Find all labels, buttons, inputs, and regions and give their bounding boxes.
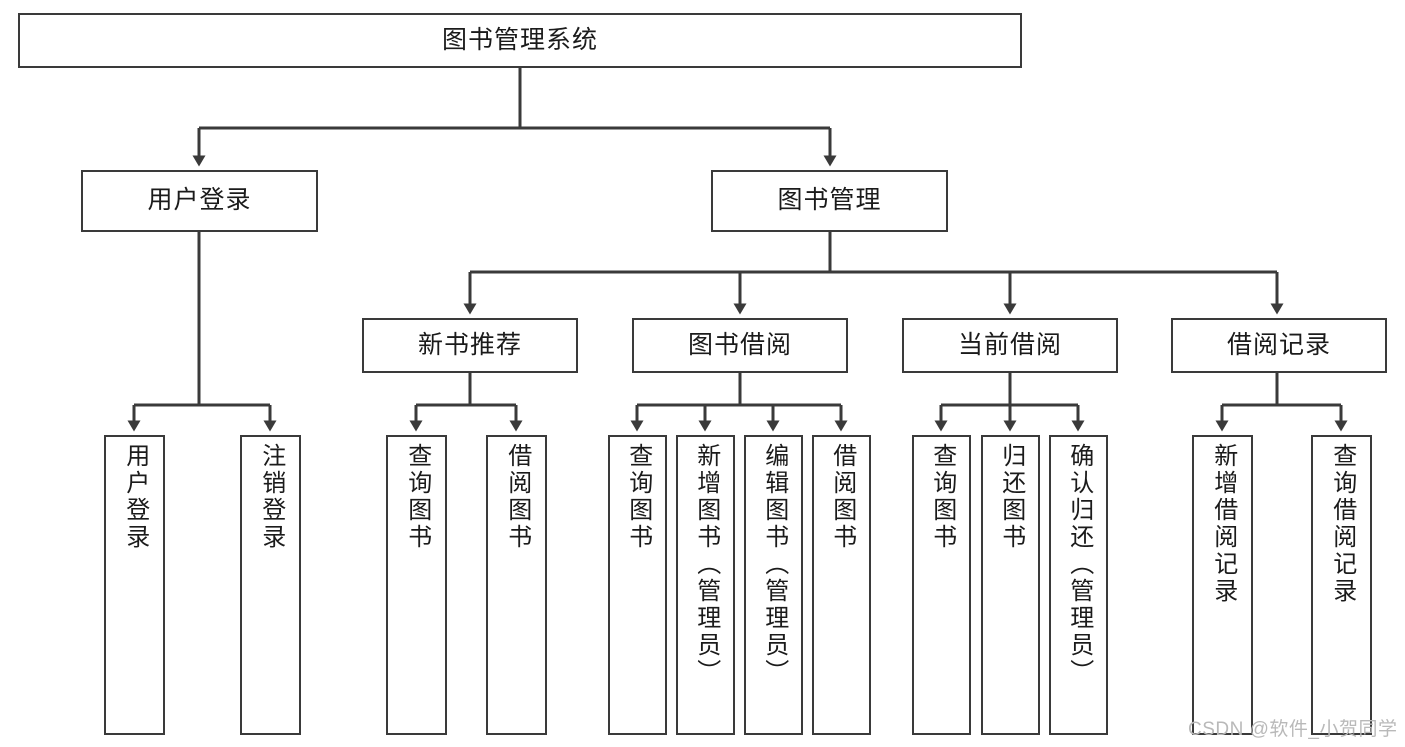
node-label: 编辑图书（管理员）	[760, 443, 788, 686]
node-book-management[interactable]: 图书管理	[711, 170, 948, 232]
node-root-book-management-system[interactable]: 图书管理系统	[18, 13, 1022, 68]
node-book-borrow[interactable]: 图书借阅	[632, 318, 848, 373]
leaf-user-login[interactable]: 用户登录	[104, 435, 165, 735]
node-user-login[interactable]: 用户登录	[81, 170, 318, 232]
node-label: 新增图书（管理员）	[692, 443, 720, 686]
node-current-borrow[interactable]: 当前借阅	[902, 318, 1118, 373]
node-borrow-record[interactable]: 借阅记录	[1171, 318, 1387, 373]
node-label: 查询图书	[928, 443, 956, 551]
leaf-add-borrow-record[interactable]: 新增借阅记录	[1192, 435, 1253, 735]
node-label: 查询图书	[624, 443, 652, 551]
node-label: 用户登录	[147, 186, 252, 215]
leaf-confirm-return-admin[interactable]: 确认归还（管理员）	[1049, 435, 1108, 735]
leaf-borrow-book[interactable]: 借阅图书	[812, 435, 871, 735]
node-label: 借阅图书	[503, 443, 531, 551]
node-label: 图书管理系统	[441, 25, 598, 54]
node-label: 图书管理	[777, 186, 882, 215]
leaf-logout[interactable]: 注销登录	[240, 435, 301, 735]
leaf-query-book-recommend[interactable]: 查询图书	[386, 435, 447, 735]
node-label: 注销登录	[257, 443, 285, 551]
leaf-query-book-current[interactable]: 查询图书	[912, 435, 971, 735]
leaf-borrow-book-recommend[interactable]: 借阅图书	[486, 435, 547, 735]
node-label: 借阅记录	[1226, 330, 1331, 359]
leaf-edit-book-admin[interactable]: 编辑图书（管理员）	[744, 435, 803, 735]
node-new-book-recommend[interactable]: 新书推荐	[362, 318, 578, 373]
node-label: 确认归还（管理员）	[1065, 443, 1093, 686]
node-label: 用户登录	[121, 443, 149, 551]
node-label: 查询借阅记录	[1328, 443, 1356, 605]
node-label: 借阅图书	[828, 443, 856, 551]
leaf-query-borrow-record[interactable]: 查询借阅记录	[1311, 435, 1372, 735]
node-label: 当前借阅	[957, 330, 1062, 359]
node-label: 查询图书	[403, 443, 431, 551]
node-label: 归还图书	[997, 443, 1025, 551]
csdn-watermark: CSDN @软件_小贺同学	[1188, 719, 1398, 740]
node-label: 图书借阅	[687, 330, 792, 359]
leaf-add-book-admin[interactable]: 新增图书（管理员）	[676, 435, 735, 735]
node-label: 新增借阅记录	[1209, 443, 1237, 605]
leaf-query-book-borrow[interactable]: 查询图书	[608, 435, 667, 735]
node-label: 新书推荐	[417, 330, 522, 359]
leaf-return-book[interactable]: 归还图书	[981, 435, 1040, 735]
